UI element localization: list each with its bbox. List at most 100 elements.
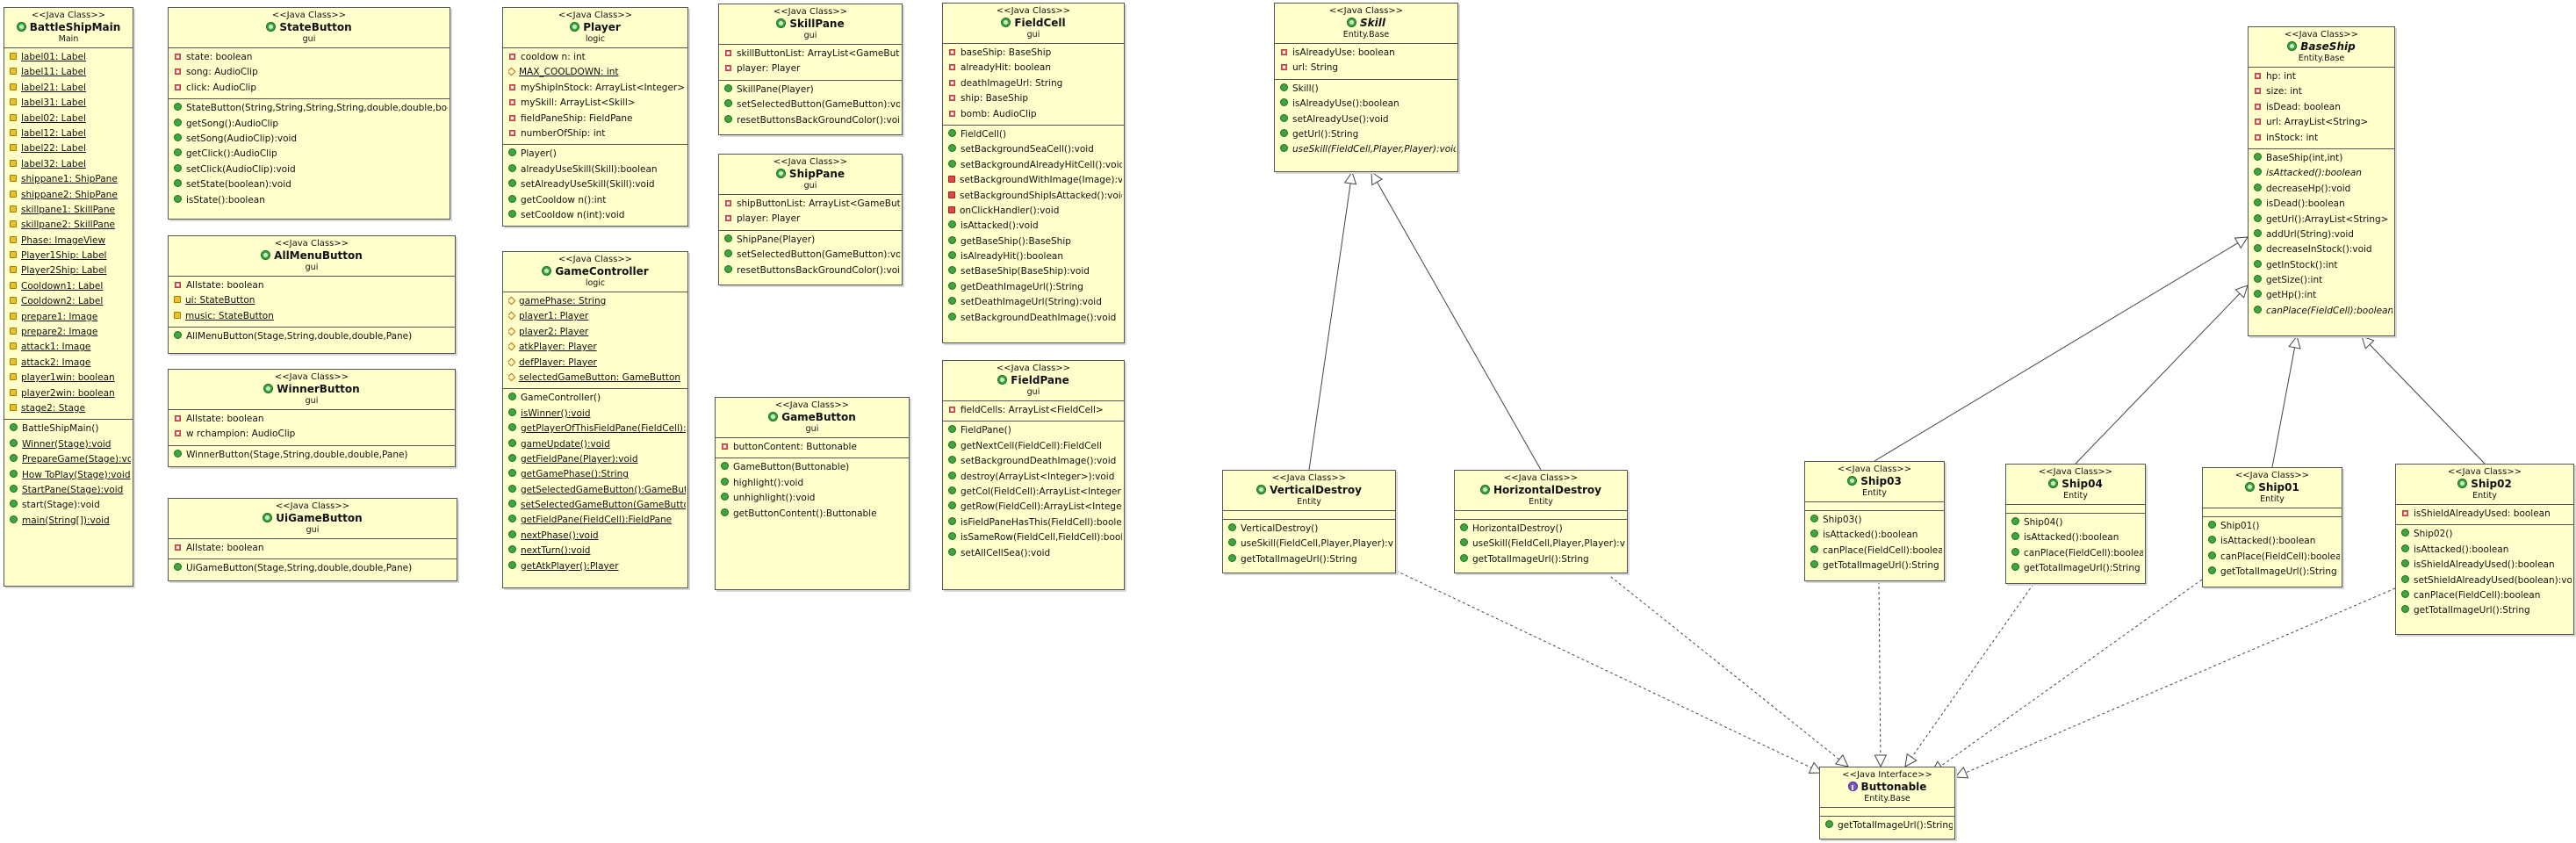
attribute-row: prepare2: Image bbox=[10, 325, 131, 340]
method-row: canPlace(FieldCell):boolean bbox=[1810, 544, 1942, 558]
attribute-row-text: buttonContent: Buttonable bbox=[733, 442, 857, 452]
stereotype-label: <<Java Class>> bbox=[274, 372, 349, 382]
method-row-text: canPlace(FieldCell):boolean bbox=[2024, 547, 2143, 558]
method-row-text: resetButtonsBackGroundColor():void bbox=[737, 114, 900, 126]
method-row: resetButtonsBackGroundColor():void bbox=[724, 263, 900, 278]
public-visibility-icon bbox=[508, 500, 516, 508]
method-row: getTotalImageUrl():String bbox=[1825, 818, 1953, 833]
class-box-buttonable[interactable]: <<Java Interface>>ButtonableEntity.Baseg… bbox=[1819, 767, 1955, 839]
public-visibility-icon bbox=[948, 312, 956, 321]
method-row: Ship03() bbox=[1810, 513, 1942, 528]
method-row: getDeathImageUrl():String bbox=[948, 280, 1122, 295]
method-row-text: getUrl():String bbox=[1292, 128, 1359, 140]
attribute-row: label22: Label bbox=[10, 141, 131, 156]
attribute-row: song: AudioClip bbox=[174, 65, 448, 80]
attribute-row-text: player2win: boolean bbox=[21, 387, 115, 399]
public-visibility-icon bbox=[721, 462, 729, 471]
method-row-text: Player() bbox=[521, 148, 557, 160]
method-row-text: getTotalImageUrl():String bbox=[1838, 820, 1953, 831]
public-visibility-icon bbox=[2254, 168, 2262, 177]
interface-icon bbox=[1847, 782, 1858, 795]
method-row: getUrl():ArrayList<String> bbox=[2254, 213, 2393, 227]
public-visibility-icon bbox=[2254, 305, 2262, 313]
method-row: getGamePhase():String bbox=[508, 467, 686, 482]
method-row-text: isWinner():void bbox=[521, 407, 591, 419]
method-row: canPlace(FieldCell):boolean bbox=[2208, 550, 2340, 565]
class-name: Skill bbox=[1277, 17, 1456, 30]
private-visibility-icon bbox=[2255, 73, 2261, 79]
attributes-section: skillButtonList: ArrayList<GameButton>pl… bbox=[719, 45, 902, 81]
public-visibility-icon bbox=[948, 297, 956, 306]
method-row-text: Ship02() bbox=[2414, 529, 2453, 540]
public-visibility-icon bbox=[2011, 563, 2019, 572]
class-name-text: Skill bbox=[1360, 17, 1385, 29]
method-row-text: Winner(Stage):void bbox=[22, 438, 112, 450]
protected-visibility-icon bbox=[10, 357, 17, 365]
method-row: canPlace(FieldCell):boolean bbox=[2254, 304, 2393, 319]
attribute-row: skillpane2: SkillPane bbox=[10, 218, 131, 233]
public-visibility-icon bbox=[2011, 517, 2019, 525]
attribute-row-text: Player2Ship: Label bbox=[21, 265, 107, 277]
public-visibility-icon bbox=[948, 532, 956, 541]
final-field-icon bbox=[508, 296, 516, 306]
methods-section: HorizontalDestroy()useSkill(FieldCell,Pl… bbox=[1455, 520, 1627, 570]
method-row: setAllCellSea():void bbox=[948, 546, 1122, 561]
public-visibility-icon bbox=[2401, 544, 2409, 552]
public-visibility-icon bbox=[948, 235, 956, 244]
public-visibility-icon bbox=[2011, 547, 2019, 556]
public-visibility-icon bbox=[10, 454, 18, 463]
attribute-row: isDead: boolean bbox=[2254, 100, 2393, 115]
method-row: getRow(FieldCell):ArrayList<Integer> bbox=[948, 500, 1122, 515]
public-visibility-icon bbox=[174, 148, 182, 157]
attribute-row: music: StateButton bbox=[174, 309, 453, 324]
public-visibility-icon bbox=[508, 560, 516, 569]
method-row-text: setBackgroundAlreadyHitCell():void bbox=[961, 159, 1122, 170]
class-name: UiGameButton bbox=[170, 512, 455, 525]
attributes-section bbox=[1805, 502, 1944, 511]
method-row: getTotalImageUrl():String bbox=[2401, 603, 2572, 618]
method-row: decreaseInStock():void bbox=[2254, 242, 2393, 257]
attributes-section bbox=[2203, 508, 2342, 517]
method-row-text: StateButton(String,String,String,String,… bbox=[186, 103, 448, 114]
attribute-row-text: click: AudioClip bbox=[186, 82, 257, 93]
method-row: getCol(FieldCell):ArrayList<Integer> bbox=[948, 485, 1122, 500]
method-row-text: decreaseInStock():void bbox=[2266, 244, 2372, 256]
method-row: getCooldow n():int bbox=[508, 193, 686, 208]
method-row: unhighlight():void bbox=[721, 491, 907, 506]
method-row: isAttacked():boolean bbox=[2254, 166, 2393, 181]
public-visibility-icon bbox=[2208, 551, 2216, 559]
public-visibility-icon bbox=[2401, 529, 2409, 537]
attribute-row-text: MAX_COOLDOWN: int bbox=[519, 67, 619, 78]
public-visibility-icon bbox=[2254, 183, 2262, 191]
methods-section: StateButton(String,String,String,String,… bbox=[169, 99, 450, 211]
method-row: BaseShip(int,int) bbox=[2254, 151, 2393, 166]
attribute-row: Phase: ImageView bbox=[10, 234, 131, 249]
